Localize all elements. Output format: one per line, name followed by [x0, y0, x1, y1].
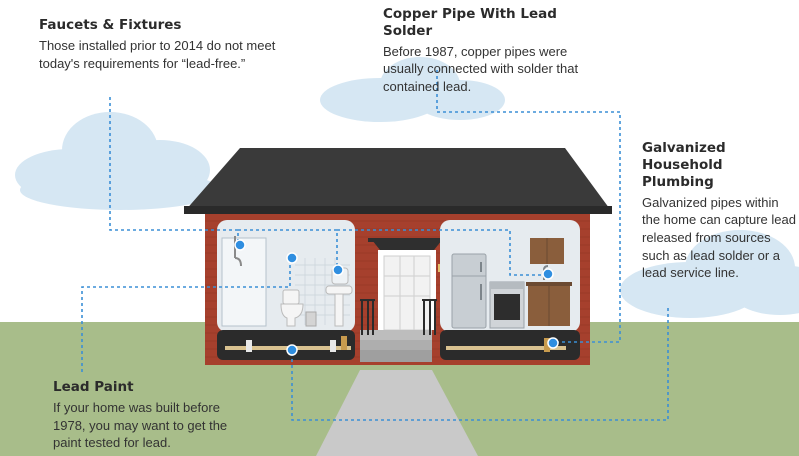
kitchen-pipes — [446, 338, 566, 352]
railings — [360, 299, 437, 335]
roof-edge — [184, 206, 612, 214]
callout-galvanized-plumbing: Galvanized Household Plumbing Galvanized… — [642, 140, 797, 282]
callout-lines — [81, 70, 669, 421]
callout-copper-pipe: Copper Pipe With Lead Solder Before 1987… — [383, 6, 598, 96]
callout-body: Before 1987, copper pipes were usually c… — [383, 43, 579, 95]
shower-icon — [221, 237, 267, 327]
callout-body: If your home was built before 1978, you … — [53, 399, 228, 451]
shower-head-icon — [234, 257, 242, 267]
cloud-right — [620, 230, 799, 318]
door-awning — [372, 240, 442, 250]
cloud-center — [320, 57, 505, 122]
counter — [526, 282, 572, 286]
roof — [184, 148, 612, 212]
refrigerator-icon — [451, 253, 487, 329]
door-icon — [383, 255, 431, 331]
callout-title: Lead Paint — [53, 379, 134, 395]
callout-body: Those installed prior to 2014 do not mee… — [39, 37, 276, 71]
callout-title: Galvanized Household Plumbing — [642, 140, 726, 190]
front-steps — [360, 330, 432, 340]
kitchen-basement — [440, 330, 580, 360]
callout-lead-paint: Lead Paint If your home was built before… — [53, 379, 253, 452]
callout-title: Copper Pipe With Lead Solder — [383, 6, 557, 39]
callout-title: Faucets & Fixtures — [39, 17, 182, 33]
stove-icon — [489, 281, 525, 329]
front-path — [316, 370, 478, 456]
toilet-icon — [280, 289, 304, 327]
bathroom-basement — [217, 330, 355, 360]
callout-faucets-fixtures: Faucets & Fixtures Those installed prior… — [39, 17, 279, 72]
callout-dots — [234, 239, 559, 356]
callout-body: Galvanized pipes within the home can cap… — [642, 194, 796, 281]
cloud-left — [15, 112, 220, 210]
trash-can-icon — [305, 311, 317, 327]
